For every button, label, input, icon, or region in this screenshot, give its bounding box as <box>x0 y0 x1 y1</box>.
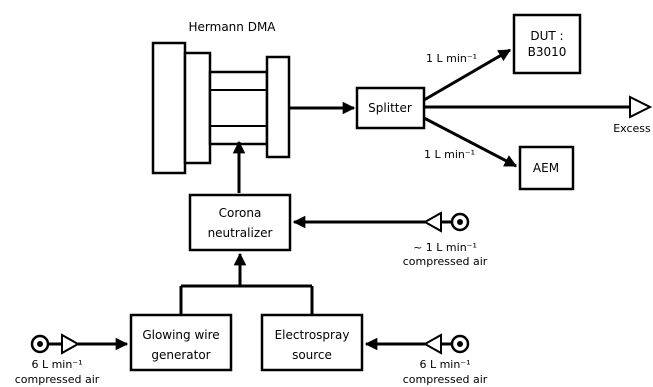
dut-label: DUT : <box>530 29 563 43</box>
valve-icon <box>422 211 442 233</box>
aem-label: AEM <box>533 161 559 175</box>
arrow-splitter-aem <box>423 116 518 168</box>
left-air-inlet-center-icon <box>37 341 43 347</box>
corona-air-label: compressed air <box>403 255 488 268</box>
splitter-box <box>355 86 426 130</box>
electrospray-source-box <box>260 313 364 372</box>
corona-label-line1: Corona <box>219 206 262 220</box>
glowing-wire-generator-box <box>129 313 233 372</box>
arrow-splitter-dut <box>423 48 512 102</box>
left-air-rate: 6 L min⁻¹ <box>31 358 82 371</box>
corona-neutralizer-box <box>188 193 292 252</box>
right-valve-icon <box>422 333 442 355</box>
glowing-label-line1: Glowing wire <box>142 328 219 342</box>
left-air-label: compressed air <box>15 373 100 386</box>
dma-title: Hermann DMA <box>189 20 277 34</box>
electro-label-line1: Electrospray <box>275 328 350 342</box>
dut-box <box>512 13 582 75</box>
air-inlet-center-icon <box>457 219 463 225</box>
right-air-inlet-center-icon <box>457 341 463 347</box>
electro-label-line2: source <box>292 348 332 362</box>
splitter-label: Splitter <box>368 101 412 115</box>
corona-air-rate: ~ 1 L min⁻¹ <box>413 241 477 254</box>
corona-label-line2: neutralizer <box>208 226 273 240</box>
aem-flow-label: 1 L min⁻¹ <box>424 148 475 161</box>
aem-box <box>518 145 575 191</box>
dut-flow-label: 1 L min⁻¹ <box>426 52 477 65</box>
excess-label: Excess <box>613 122 651 135</box>
dut-model: B3010 <box>528 45 567 59</box>
right-air-rate: 6 L min⁻¹ <box>419 358 470 371</box>
hermann-dma <box>151 41 291 175</box>
right-air-label: compressed air <box>403 373 488 386</box>
glowing-label-line2: generator <box>151 348 210 362</box>
left-valve-icon <box>61 333 81 355</box>
excess-outlet-icon <box>629 95 653 119</box>
